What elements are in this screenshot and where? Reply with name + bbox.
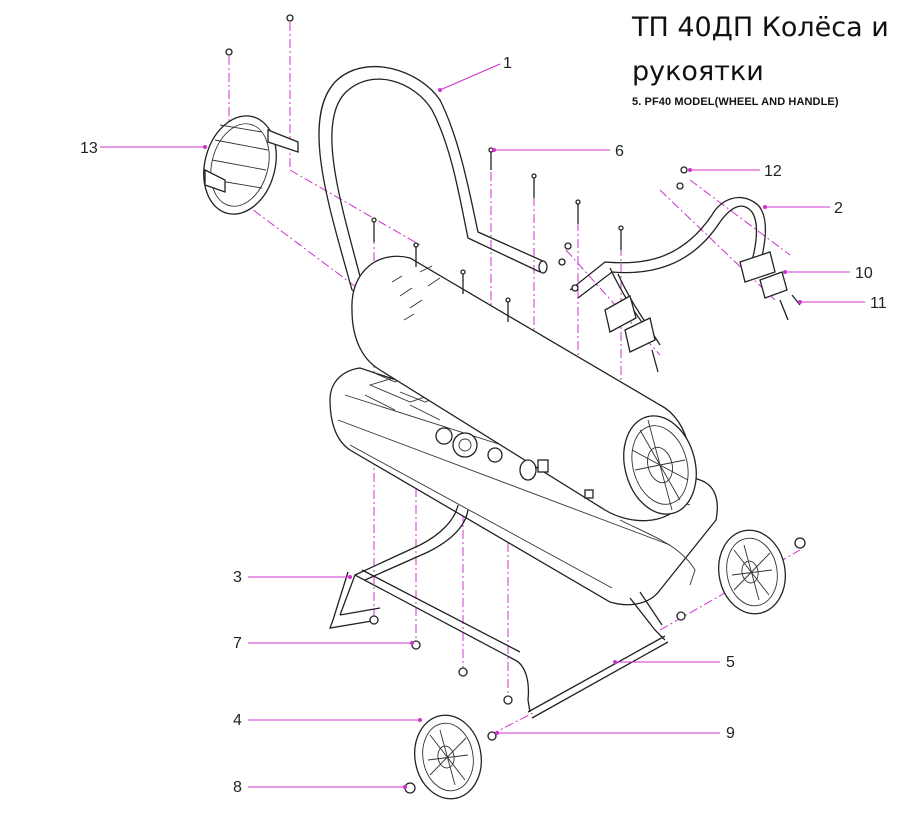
bolt (618, 225, 624, 250)
bolt (505, 297, 511, 322)
callout-12: 12 (764, 163, 782, 180)
callout-10: 10 (855, 265, 873, 282)
callout-1: 1 (503, 55, 512, 72)
bolt (575, 199, 581, 224)
callout-7: 7 (233, 635, 242, 652)
page-title: ТП 40ДП Колёса и рукоятки (632, 12, 889, 87)
wheel-front (414, 714, 482, 800)
callout-6: 6 (615, 143, 624, 160)
callout-numbers: 1 2 3 4 5 6 7 8 9 10 11 12 13 (80, 55, 887, 796)
bolt (460, 269, 466, 294)
bolt (488, 147, 494, 170)
callout-5: 5 (726, 654, 735, 671)
callout-3: 3 (233, 569, 242, 586)
axle-part-5 (527, 635, 669, 719)
wheel-rear (718, 529, 786, 615)
frame-part-3 (328, 504, 666, 713)
fan-guard-part-13 (203, 115, 299, 215)
diagram-subtitle: 5. PF40 MODEL(WHEEL AND HANDLE) (632, 96, 839, 108)
callout-leaders (100, 63, 865, 789)
screw-head (286, 14, 294, 22)
callout-13: 13 (80, 140, 98, 157)
heater-body (329, 255, 718, 606)
bolt (531, 173, 537, 198)
screw-head (225, 48, 233, 56)
bolt (413, 242, 419, 267)
callout-11: 11 (870, 295, 887, 312)
bolt (371, 217, 377, 242)
callout-8: 8 (233, 779, 242, 796)
nuts (369, 537, 806, 794)
callout-9: 9 (726, 725, 735, 742)
callout-2: 2 (834, 200, 843, 217)
handle-part-2 (558, 166, 801, 373)
callout-4: 4 (233, 712, 242, 729)
